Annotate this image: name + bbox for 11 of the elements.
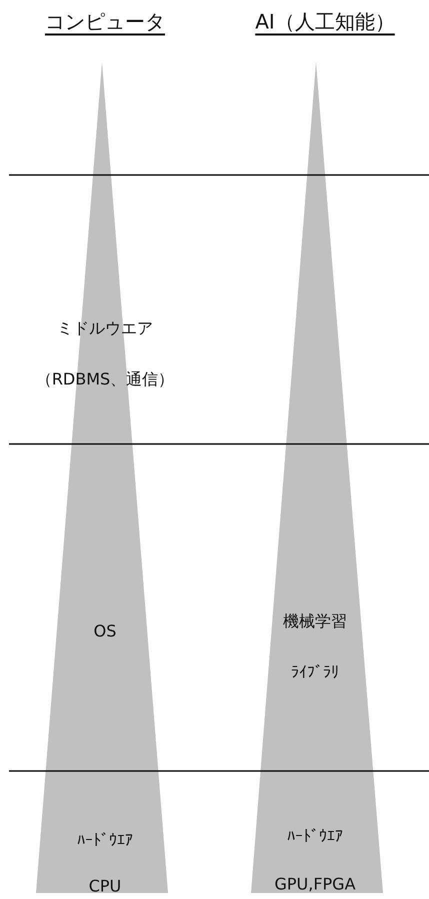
layer-label: ﾊｰﾄﾞｳｴｱ [287,826,343,846]
layer-label: GPU,FPGA [274,874,356,894]
layer-label: ﾗｲﾌﾞﾗﾘ [291,662,339,682]
heading: コンピュータ [45,8,165,36]
layer-label: 機械学習 [283,612,347,632]
layer-label: （RDBMS、通信） [36,370,174,390]
heading: AI（人工知能） [255,8,395,36]
layer-label: ミドルウエア [57,318,153,340]
layer-label: ﾊｰﾄﾞｳｴｱ [77,830,133,850]
layer-label: CPU [88,876,122,896]
layer-label: OS [94,622,116,640]
